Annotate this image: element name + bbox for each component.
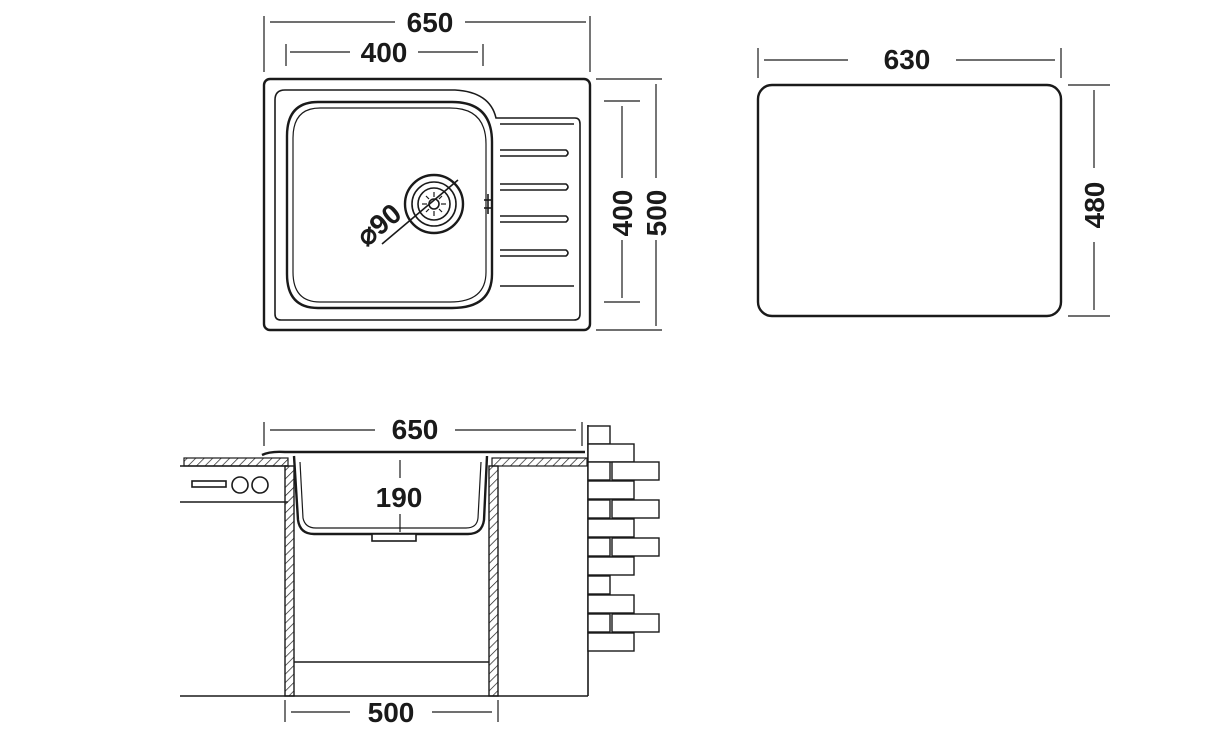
brick-wall [587,425,660,652]
sink-section-bowl-inner [299,461,482,529]
sink-section-view: 650 190 500 [180,414,660,728]
cabinet-width-label: 500 [368,697,415,728]
cutout-depth-label: 480 [1079,182,1110,229]
brick [587,425,611,445]
brick [587,499,611,519]
dimension-bowl-depth: 400 [604,100,640,303]
overall-width-label: 650 [407,7,454,38]
dimension-section-width: 650 [263,414,583,446]
brick [611,613,660,633]
cutout-template: 630 480 [756,44,1110,318]
brick [587,480,635,500]
countertop-left [180,457,289,503]
brick [611,499,660,519]
drain-strainer [381,173,465,245]
bowl-depth-label: 400 [607,190,638,237]
brick [611,461,660,481]
sink-section-rim [261,450,585,457]
cooktop-controls [191,476,269,494]
bowl-height-label: 190 [376,482,423,513]
sink-top-view: ⌀90 650 400 400 [262,7,672,332]
brick [587,461,611,481]
section-width-label: 650 [392,414,439,445]
overflow-mark [484,194,492,214]
dimension-bowl-height: 190 [376,460,423,532]
dimension-bowl-width: 400 [285,37,484,68]
sink-bowl [285,100,494,310]
sink-outer-rim [262,77,592,332]
brick [587,518,635,538]
brick [587,613,611,633]
brick [587,556,635,576]
countertop-right [491,457,588,467]
brick [611,537,660,557]
drainboard-ribs [500,123,574,287]
sink-inner-frame [274,89,581,321]
sink-section-drain [371,533,417,542]
brick [587,443,635,463]
cabinet-wall-right [488,465,499,697]
dimension-cutout-depth: 480 [1068,84,1110,317]
sink-bowl-inner [292,107,487,303]
drain-diameter-label: ⌀90 [351,197,408,252]
cabinet-wall-left [284,465,295,697]
brick [587,594,635,614]
overall-depth-label: 500 [641,190,672,237]
dimension-cabinet-width: 500 [284,697,499,728]
brick [587,575,611,595]
cutout-width-label: 630 [884,44,931,75]
dimension-overall-width: 650 [263,7,591,72]
brick [587,632,635,652]
cutout-outline [756,83,1063,318]
dimension-cutout-width: 630 [757,44,1062,78]
brick [587,537,611,557]
bowl-width-label: 400 [361,37,408,68]
dimension-overall-depth: 500 [596,78,672,331]
